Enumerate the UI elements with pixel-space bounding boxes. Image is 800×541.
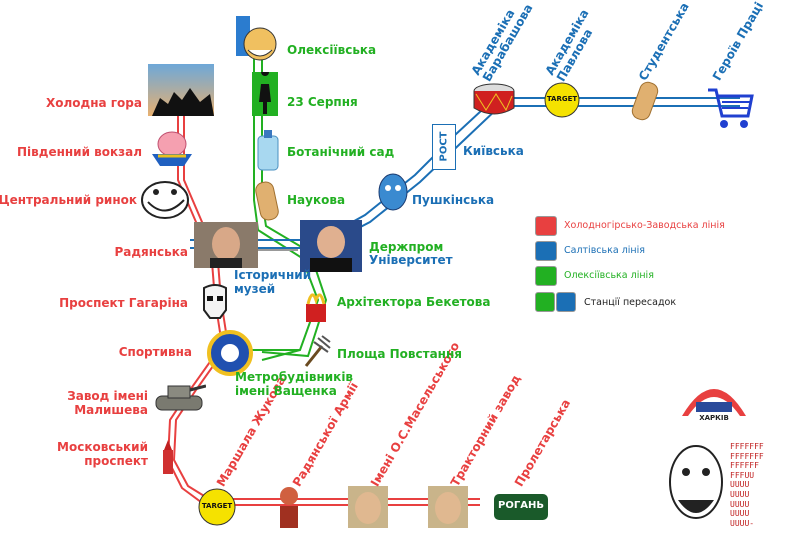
legend-transfer-text: Станції пересадок <box>584 297 677 308</box>
drum-icon <box>472 82 516 116</box>
station-label-line: Історичний <box>234 268 312 282</box>
rage-line: FFFUU <box>730 470 755 480</box>
station-label-line: Малишева <box>74 403 148 417</box>
metro-logo-caption: ХАРКІВ <box>699 414 729 422</box>
rage-line: UUUU <box>730 489 750 499</box>
pig-superhero-icon <box>144 126 200 166</box>
rage-line: FFFFFF <box>730 461 759 471</box>
station-tsentralnyi-rynok[interactable]: Центральний ринок <box>0 193 137 207</box>
stormtrooper-icon <box>200 284 230 320</box>
station-derzhprom[interactable]: Держпром <box>369 240 444 254</box>
target-logo-icon: TARGET <box>544 82 580 118</box>
station-pivdennyi-vokzal[interactable]: Південний вокзал <box>17 145 142 159</box>
station-moskovskyi-prospekt[interactable]: Московський проспект <box>57 440 148 468</box>
station-ploshcha-povstannia[interactable]: Площа Повстання <box>337 347 462 361</box>
cossack-figure-icon <box>274 484 304 530</box>
rage-face-icon <box>666 442 726 536</box>
pitchfork-icon <box>302 334 332 368</box>
station-label-line: імені Ващенка <box>235 384 337 398</box>
metalist-crest-icon <box>206 330 254 376</box>
station-label-line: Метробудівників <box>235 370 354 384</box>
legend-red-swatch <box>535 216 557 236</box>
legend-blue-text: Салтівська лінія <box>564 245 645 256</box>
shawarma-icon <box>254 180 280 222</box>
legend-green-swatch <box>535 266 557 286</box>
target-logo-icon: TARGET <box>198 488 236 526</box>
target-label-bottom: TARGET <box>201 502 233 510</box>
rogan-beer-logo-icon: РОГАНЬ <box>494 494 548 520</box>
cowboy-silhouette-icon <box>148 64 214 116</box>
station-label-line: проспект <box>84 454 148 468</box>
legend-transfer-swatch-green <box>535 292 555 312</box>
station-botanichnyi-sad[interactable]: Ботанічний сад <box>287 145 395 159</box>
pushkin-face-icon <box>376 172 410 214</box>
station-sportyvna[interactable]: Спортивна <box>118 345 192 359</box>
legend-red-text: Холодногірсько-Заводська лінія <box>564 220 725 231</box>
station-kyivska[interactable]: Київська <box>463 144 524 158</box>
station-istorychnyi-muzei[interactable]: Історичний музей <box>234 268 311 296</box>
water-bottle-icon <box>256 128 280 172</box>
mcdonalds-icon <box>302 284 330 322</box>
dobkin-photo-icon <box>300 220 362 272</box>
station-metrobudivnykiv[interactable]: Метробудівників імені Ващенка <box>235 370 353 398</box>
rage-line: UUUU <box>730 499 750 509</box>
shopping-cart-icon <box>706 86 754 130</box>
rage-text: FFFFFFF FFFFFFF FFFFFF FFFUU UUUU UUUU U… <box>730 442 764 528</box>
yanukovych-face-icon <box>428 486 468 528</box>
station-label-line: Московський <box>57 440 148 454</box>
station-oleksiivska[interactable]: Олексіївська <box>287 43 377 57</box>
target-label: TARGET <box>546 95 578 103</box>
rage-line: FFFFFFF <box>730 451 764 461</box>
station-radianska[interactable]: Радянська <box>114 245 188 259</box>
station-naukova[interactable]: Наукова <box>287 193 346 207</box>
station-prospekt-haharina[interactable]: Проспект Гагаріна <box>59 296 188 310</box>
shawarma-icon <box>630 80 660 122</box>
legend-green-text: Олексіївська лінія <box>564 270 654 281</box>
station-zavod-malysheva[interactable]: Завод імені Малишева <box>67 389 148 417</box>
yanukovych-face-icon <box>348 486 388 528</box>
rage-line: UUUU- <box>730 518 755 528</box>
station-arkhitektora-beketova[interactable]: Архітектора Бекетова <box>337 295 491 309</box>
rogan-label: РОГАНЬ <box>498 500 544 511</box>
trollface-icon <box>140 180 190 220</box>
station-23-serpnia[interactable]: 23 Серпня <box>287 95 358 109</box>
kernes-photo-icon <box>194 222 258 268</box>
soldier-icon <box>252 68 278 116</box>
tank-icon <box>152 378 207 414</box>
rage-line: UUUU <box>730 509 750 519</box>
cossack-face-icon <box>228 14 280 66</box>
station-kholodna-hora[interactable]: Холодна гора <box>46 96 142 110</box>
kharkiv-metro-logo: ХАРКІВ <box>676 372 752 424</box>
station-label-line: Завод імені <box>67 389 148 403</box>
rage-line: UUUU <box>730 480 750 490</box>
kremlin-tower-icon <box>158 440 178 474</box>
legend-transfer-swatch-blue <box>556 292 576 312</box>
rost-logo-icon: РОСТ <box>432 124 456 170</box>
rage-line: FFFFFFF <box>730 442 764 451</box>
station-universytet[interactable]: Університет <box>369 253 453 267</box>
legend-blue-swatch <box>535 241 557 261</box>
station-label-line: музей <box>234 282 276 296</box>
rost-label: РОСТ <box>438 131 450 162</box>
station-pushkinska[interactable]: Пушкінська <box>412 193 495 207</box>
